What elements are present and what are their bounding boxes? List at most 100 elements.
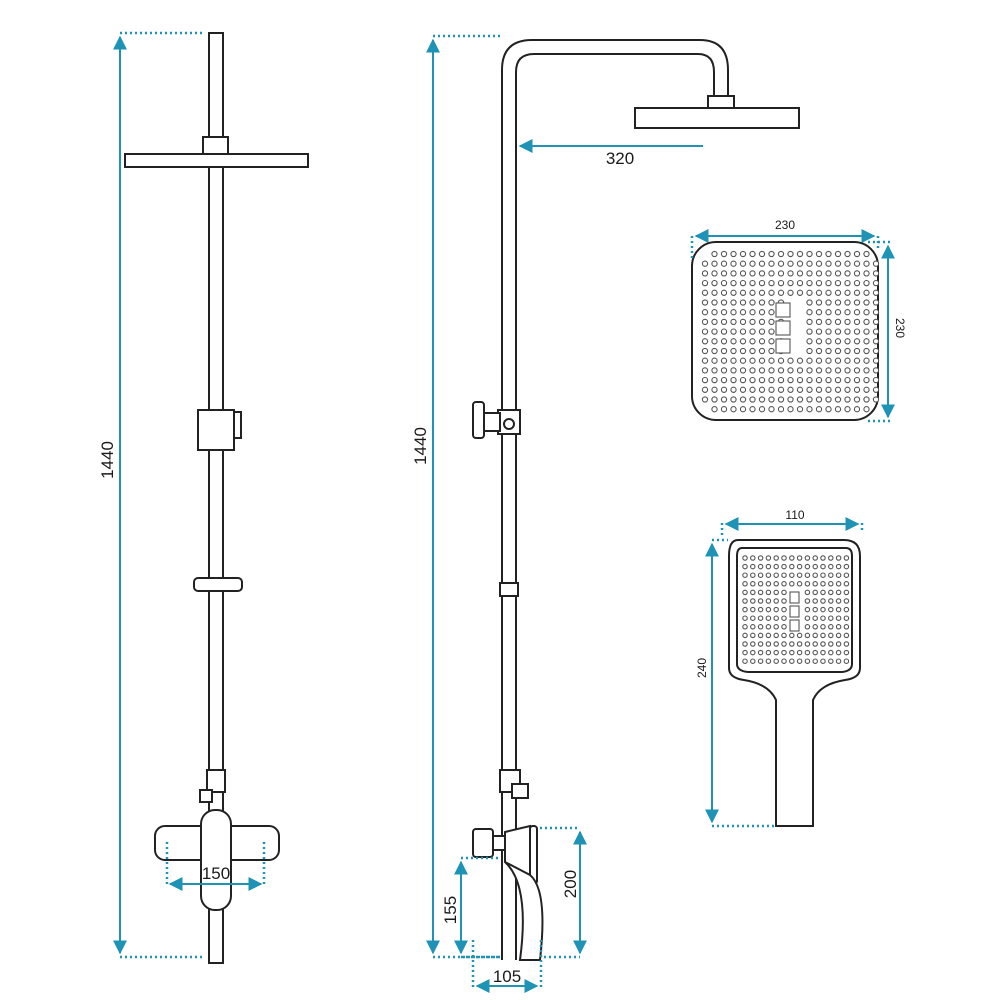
nozzle-dot xyxy=(701,279,709,287)
side-arm-reach-label: 320 xyxy=(606,149,634,168)
nozzle-dot xyxy=(773,632,779,639)
front-lower-connector xyxy=(206,769,226,793)
side-slider-knob xyxy=(472,401,485,439)
nozzle-dot xyxy=(815,338,823,345)
nozzle-dot xyxy=(787,250,794,258)
nozzle-dot xyxy=(781,581,787,587)
nozzle-dot xyxy=(742,598,748,604)
nozzle-dot xyxy=(825,367,832,374)
nozzle-dot xyxy=(730,250,737,258)
nozzle-dot xyxy=(804,563,811,570)
nozzle-dot xyxy=(806,328,813,335)
nozzle-dot xyxy=(730,279,737,287)
nozzle-dot xyxy=(789,649,795,656)
nozzle-dot xyxy=(739,309,747,316)
front-riser-pipe xyxy=(208,32,224,964)
nozzle-dot xyxy=(806,357,813,364)
front-head-connector xyxy=(202,136,229,155)
nozzle-dot xyxy=(812,624,818,630)
head-center-slot xyxy=(775,338,791,354)
nozzle-dot xyxy=(739,279,747,287)
nozzle-dot xyxy=(758,328,766,335)
nozzle-dot xyxy=(765,615,772,621)
nozzle-dot xyxy=(843,615,850,621)
nozzle-dot xyxy=(863,376,870,384)
nozzle-dot xyxy=(730,299,737,306)
nozzle-dot xyxy=(781,641,787,647)
nozzle-dot xyxy=(804,572,811,578)
nozzle-dot xyxy=(806,318,813,326)
nozzle-dot xyxy=(730,386,737,393)
nozzle-dot xyxy=(863,396,870,403)
nozzle-dot xyxy=(742,589,748,596)
head-shower-view: 230 230 xyxy=(690,218,907,423)
nozzle-dot xyxy=(825,279,832,287)
nozzle-dot xyxy=(757,589,764,596)
nozzle-dot xyxy=(758,367,766,374)
nozzle-dot xyxy=(765,649,772,656)
nozzle-dot xyxy=(749,396,756,403)
nozzle-dot xyxy=(773,615,779,621)
nozzle-dot xyxy=(787,357,794,364)
nozzle-dot xyxy=(773,572,779,578)
nozzle-dot xyxy=(828,589,834,596)
nozzle-dot xyxy=(844,299,851,306)
nozzle-dot xyxy=(765,624,772,630)
nozzle-dot xyxy=(853,406,861,413)
nozzle-dot xyxy=(825,357,832,364)
nozzle-dot xyxy=(825,396,832,403)
nozzle-dot xyxy=(720,396,728,403)
nozzle-dot xyxy=(768,289,775,296)
nozzle-dot xyxy=(773,641,779,647)
nozzle-dot xyxy=(758,357,766,364)
nozzle-dot xyxy=(757,555,764,561)
nozzle-dot xyxy=(863,328,870,335)
nozzle-dot xyxy=(750,658,756,664)
nozzle-dot xyxy=(781,624,787,630)
nozzle-dot xyxy=(872,396,880,403)
nozzle-dot xyxy=(739,250,747,258)
nozzle-dot xyxy=(853,299,861,306)
nozzle-dot xyxy=(768,357,775,364)
nozzle-dot xyxy=(749,406,756,413)
nozzle-dot xyxy=(720,386,728,393)
nozzle-dot xyxy=(750,615,756,621)
nozzle-dot xyxy=(768,250,775,258)
nozzle-dot xyxy=(835,658,842,664)
nozzle-dot xyxy=(843,606,850,613)
nozzle-dot xyxy=(789,581,795,587)
nozzle-dot xyxy=(834,260,842,267)
nozzle-dot xyxy=(872,289,880,296)
nozzle-dot xyxy=(750,581,756,587)
nozzle-dot xyxy=(757,581,764,587)
nozzle-dot xyxy=(863,289,870,296)
nozzle-dot xyxy=(711,357,718,364)
nozzle-dot xyxy=(844,260,851,267)
nozzle-dot xyxy=(768,309,775,316)
nozzle-dot xyxy=(820,624,826,630)
nozzle-dot xyxy=(701,309,709,316)
nozzle-dot xyxy=(815,270,823,277)
nozzle-dot xyxy=(796,581,803,587)
nozzle-dot xyxy=(773,598,779,604)
nozzle-dot xyxy=(834,299,842,306)
nozzle-dot xyxy=(844,338,851,345)
nozzle-dot xyxy=(742,632,748,639)
nozzle-dot xyxy=(787,406,794,413)
nozzle-dot xyxy=(853,318,861,326)
nozzle-dot xyxy=(789,555,795,561)
nozzle-dot xyxy=(828,606,834,613)
front-lower-knob xyxy=(199,789,213,803)
nozzle-dot xyxy=(773,581,779,587)
nozzle-dot xyxy=(730,289,737,296)
nozzle-dot xyxy=(828,581,834,587)
side-mixer-valve-knob xyxy=(472,828,494,858)
side-head-shower xyxy=(634,107,800,129)
nozzle-dot xyxy=(749,250,756,258)
nozzle-dot xyxy=(820,641,826,647)
nozzle-dot xyxy=(777,367,785,374)
nozzle-dot xyxy=(739,357,747,364)
nozzle-dot xyxy=(773,649,779,656)
nozzle-dot xyxy=(872,318,880,326)
nozzle-dot xyxy=(815,396,823,403)
